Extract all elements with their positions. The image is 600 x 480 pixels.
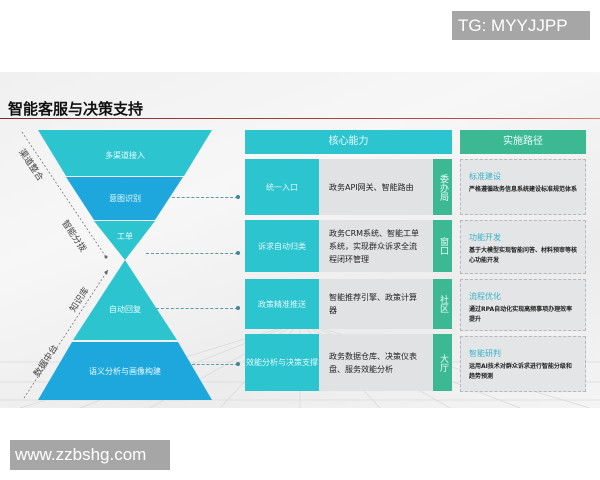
path-card-description: 运用AI技术对群众诉求进行智能分级和趋势预测 [469, 363, 572, 380]
pyramid-layer-2 [38, 342, 212, 400]
funnel-diagram [21, 130, 212, 400]
capability-name: 政策精准推送 [245, 279, 319, 329]
channel-tag: 社区 [433, 279, 452, 329]
path-card-title: 标准建设 [469, 172, 501, 181]
page-title: 智能客服与决策支持 [8, 100, 144, 118]
connector-dot-4 [236, 362, 240, 366]
capability-description: 政务数据仓库、决策仪表盘、服务效能分析 [319, 334, 433, 391]
path-card: 功能开发 基于大模型实现智能问答、材料预审等核心功能开发 [460, 220, 586, 274]
connector-dot-1 [236, 195, 240, 199]
title-divider [0, 118, 600, 119]
connector-1 [172, 197, 238, 198]
pyramid-layer-1 [73, 260, 177, 340]
capability-row: 效能分析与决策支撑 政务数据仓库、决策仪表盘、服务效能分析 大厅 [245, 334, 452, 391]
watermark-top: TG: MYYJJPP [452, 11, 590, 40]
slide: 智能客服与决策支持 多渠道接入 意图识别 工单 自动回复 语义分析与画像构建 渠… [0, 72, 600, 408]
connector-3 [156, 308, 238, 309]
capability-row: 诉求自动归类 政务CRM系统、智能工单系统，实现群众诉求全流程闭环管理 窗口 [245, 220, 452, 272]
path-card-description: 基于大模型实现智能问答、材料预审等核心功能开发 [469, 247, 578, 264]
path-card: 智能研判 运用AI技术对群众诉求进行智能分级和趋势预测 [460, 336, 586, 392]
capability-name: 效能分析与决策支撑 [245, 334, 319, 391]
capability-name: 统一入口 [245, 159, 319, 215]
funnel-layer-1 [38, 130, 212, 176]
connector-4 [192, 364, 238, 365]
funnel-label-ticket: 工单 [117, 232, 133, 241]
implementation-path-header: 实施路径 [460, 130, 586, 154]
watermark-bottom: www.zzbshg.com [10, 440, 170, 470]
funnel-label-multichannel: 多渠道接入 [105, 151, 145, 160]
capability-description: 政务API网关、智能路由 [319, 159, 433, 215]
path-card-title: 流程优化 [469, 292, 501, 301]
capability-name: 诉求自动归类 [245, 220, 319, 272]
funnel-layer-3 [94, 221, 155, 260]
pyramid-label-auto-reply: 自动回复 [109, 305, 141, 314]
path-card-title: 智能研判 [469, 349, 501, 358]
funnel-layer-2 [66, 177, 183, 220]
capability-row: 政策精准推送 智能推荐引擎、政策计算器 社区 [245, 279, 452, 329]
core-capability-header: 核心能力 [245, 130, 452, 154]
path-card-description: 通过RPA自动化实现高频事项办理效率提升 [469, 306, 573, 323]
capability-description: 政务CRM系统、智能工单系统，实现群众诉求全流程闭环管理 [319, 220, 433, 272]
connector-dot-2 [236, 251, 240, 255]
path-card: 流程优化 通过RPA自动化实现高频事项办理效率提升 [460, 279, 586, 331]
path-card-title: 功能开发 [469, 233, 501, 242]
capability-description: 智能推荐引擎、政策计算器 [319, 279, 433, 329]
funnel-label-intent: 意图识别 [109, 194, 141, 203]
pyramid-label-semantic: 语义分析与画像构建 [89, 367, 161, 376]
channel-tag: 大厅 [433, 334, 452, 391]
path-card: 标准建设 严格遵循政务信息系统建设标准规范体系 [460, 159, 586, 215]
capability-row: 统一入口 政务API网关、智能路由 委办局 [245, 159, 452, 215]
channel-tag: 窗口 [433, 220, 452, 272]
connector-2 [146, 253, 238, 254]
channel-tag: 委办局 [433, 159, 452, 215]
connector-dot-3 [236, 306, 240, 310]
path-card-description: 严格遵循政务信息系统建设标准规范体系 [469, 186, 578, 193]
